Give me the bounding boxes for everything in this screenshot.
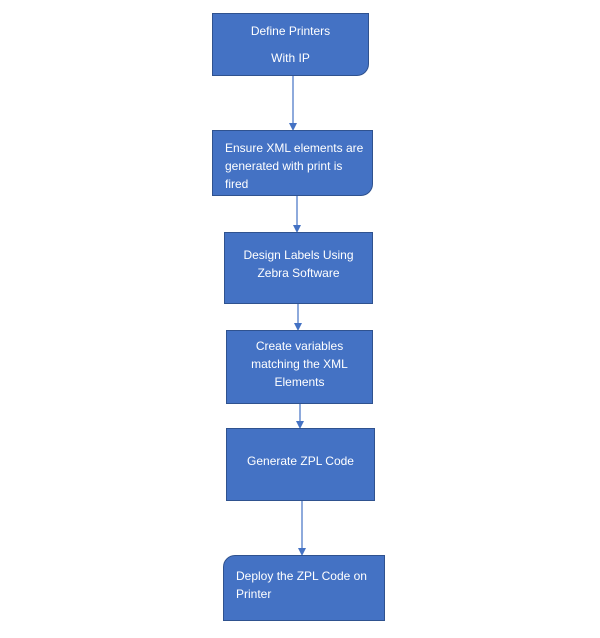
step-2-line-1: Ensure XML elements are <box>225 141 364 155</box>
step-create-variables: Create variables matching the XML Elemen… <box>226 330 373 404</box>
step-3-line-2: Zebra Software <box>257 266 340 280</box>
step-design-labels: Design Labels Using Zebra Software <box>224 232 373 304</box>
step-3-line-1: Design Labels Using <box>243 248 354 262</box>
step-4-line-2: matching the XML <box>251 357 348 371</box>
step-2-line-3: fired <box>225 177 249 191</box>
step-deploy-zpl-code: Deploy the ZPL Code on Printer <box>223 555 385 621</box>
step-1-line-2: With IP <box>271 51 310 65</box>
step-5-line-1: Generate ZPL Code <box>247 454 354 468</box>
step-ensure-xml-elements: Ensure XML elements are generated with p… <box>212 130 373 196</box>
step-2-line-2: generated with print is <box>225 159 343 173</box>
step-6-line-1: Deploy the ZPL Code on <box>236 569 367 583</box>
step-1-line-1: Define Printers <box>250 24 331 38</box>
step-6-line-2: Printer <box>236 587 272 601</box>
step-4-line-3: Elements <box>274 375 325 389</box>
step-4-line-1: Create variables <box>255 339 344 353</box>
step-generate-zpl-code: Generate ZPL Code <box>226 428 375 501</box>
step-define-printers: Define Printers With IP <box>212 13 369 76</box>
